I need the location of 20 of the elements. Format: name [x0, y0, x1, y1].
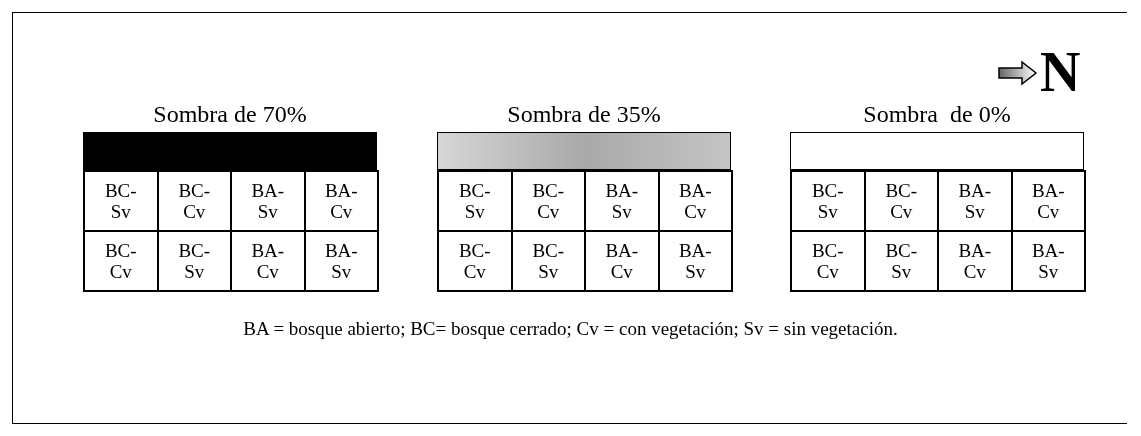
- shade-bar: [83, 132, 377, 170]
- block-title: Sombra de 0%: [862, 100, 1012, 128]
- shade-bar: [437, 132, 731, 170]
- plot-cell: BC- Sv: [437, 170, 513, 232]
- plot-cell: BC- Sv: [83, 170, 159, 232]
- block-title: Sombra de 35%: [506, 100, 662, 128]
- block-title: Sombra de 70%: [152, 100, 308, 128]
- plot-cell: BC- Cv: [83, 230, 159, 292]
- north-label: N: [1040, 42, 1081, 102]
- plot-cell: BC- Cv: [437, 230, 513, 292]
- plot-cell: BA- Cv: [657, 170, 733, 232]
- shade-bar: [790, 132, 1084, 170]
- plot-cell: BA- Sv: [303, 230, 379, 292]
- plot-cell: BC- Sv: [790, 170, 866, 232]
- plot-cell: BA- Sv: [657, 230, 733, 292]
- plot-cell: BC- Cv: [790, 230, 866, 292]
- plot-cell: BA- Cv: [303, 170, 379, 232]
- plot-cell: BA- Sv: [1010, 230, 1086, 292]
- caption: BA = bosque abierto; BC= bosque cerrado; Cv = con vegetación; Sv = sin vegetación.: [242, 318, 899, 340]
- plot-cell: BA- Cv: [1010, 170, 1086, 232]
